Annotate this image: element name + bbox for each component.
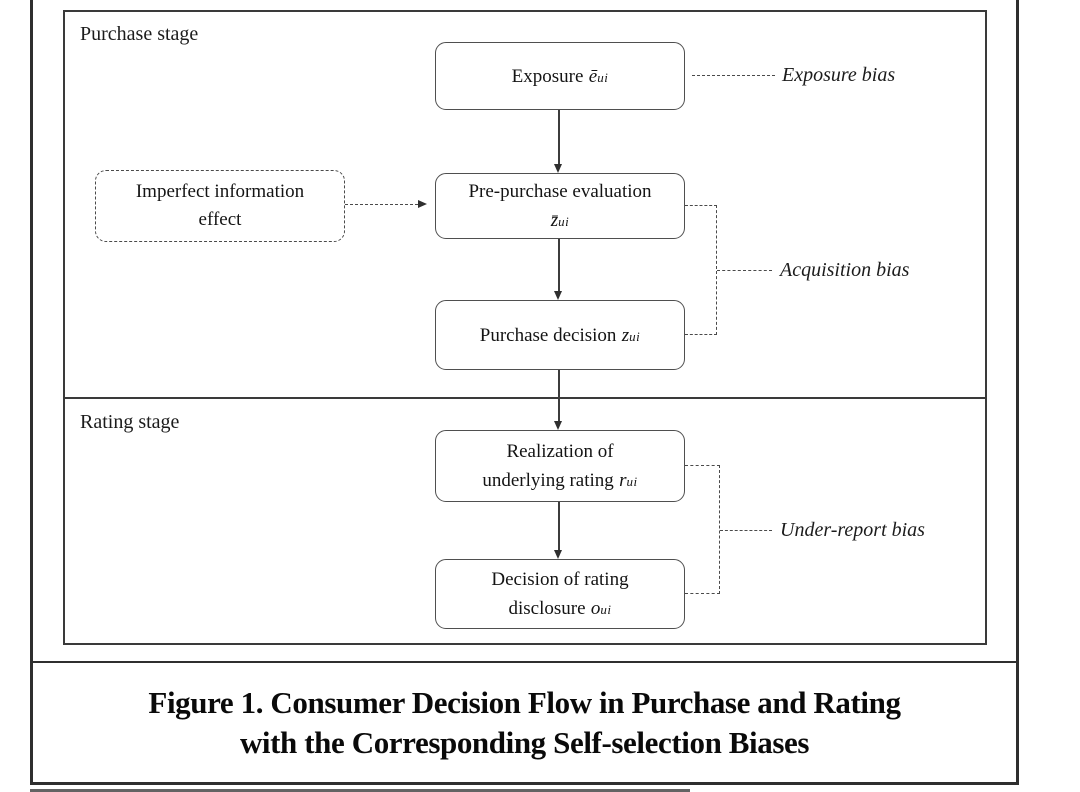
figure-caption-line2: with the Corresponding Self-selection Bi…: [239, 724, 810, 760]
bracket-top-connector: [685, 205, 717, 206]
figure-caption-line1: Figure 1. Consumer Decision Flow in Purc…: [148, 684, 901, 720]
disclosure-variable: o: [590, 598, 601, 619]
figure-caption: Figure 1. Consumer Decision Flow in Purc…: [33, 663, 1016, 782]
arrow-shaft: [558, 110, 560, 165]
realization-line1: Realization of: [506, 441, 614, 462]
arrow-down-icon: [554, 550, 562, 559]
arrow-shaft: [558, 502, 560, 550]
bracket-bottom-connector: [685, 334, 717, 335]
node-exposure-text: Exposure: [511, 65, 584, 87]
imperfect-information-line2: effect: [198, 209, 242, 230]
acquisition-bias-label: Acquisition bias: [780, 259, 910, 281]
bracket-vertical: [716, 205, 717, 335]
rating-stage-label: Rating stage: [80, 411, 180, 433]
under-report-bias-label: Under-report bias: [780, 519, 925, 541]
cropped-next-row-rule: [30, 789, 690, 792]
arrow-shaft: [558, 370, 560, 421]
realization-variable: r: [619, 470, 627, 491]
arrow-down-icon: [554, 164, 562, 173]
exposure-bias-label: Exposure bias: [782, 64, 896, 86]
arrow-down-icon: [554, 291, 562, 300]
realization-line2: underlying rating: [482, 470, 614, 491]
disclosure-line2: disclosure: [508, 598, 586, 619]
bracket-vertical: [719, 465, 720, 594]
imperfect-information-line1: Imperfect information: [135, 181, 305, 202]
disclosure-line1: Decision of rating: [491, 569, 629, 590]
purchase-stage-label: Purchase stage: [80, 23, 199, 45]
dashed-arrow-shaft: [345, 204, 418, 205]
pre-purchase-variable: z̄: [550, 210, 559, 231]
arrow-right-icon: [418, 200, 427, 208]
purchase-decision-variable: z: [621, 324, 630, 346]
bracket-bottom-connector: [685, 593, 720, 594]
purchase-decision-text: Purchase decision: [479, 324, 617, 346]
exposure-bias-connector: [692, 75, 775, 76]
node-exposure-variable: ē: [588, 65, 598, 87]
bracket-top-connector: [685, 465, 720, 466]
outer-frame-left-rule: [30, 0, 33, 785]
caption-top-rule: [30, 661, 1019, 663]
stage-divider-line: [65, 397, 985, 399]
bracket-label-connector: [720, 530, 772, 531]
outer-frame-right-rule: [1016, 0, 1019, 785]
caption-bottom-rule: [30, 782, 1019, 785]
node-imperfect-information-effect: Imperfect information effect: [95, 170, 345, 242]
arrow-shaft: [558, 239, 560, 291]
pre-purchase-line1: Pre-purchase evaluation: [468, 181, 652, 202]
node-pre-purchase-evaluation: Pre-purchase evaluation z̄ui: [435, 173, 685, 239]
arrow-down-icon: [554, 421, 562, 430]
bracket-label-connector: [717, 270, 772, 271]
